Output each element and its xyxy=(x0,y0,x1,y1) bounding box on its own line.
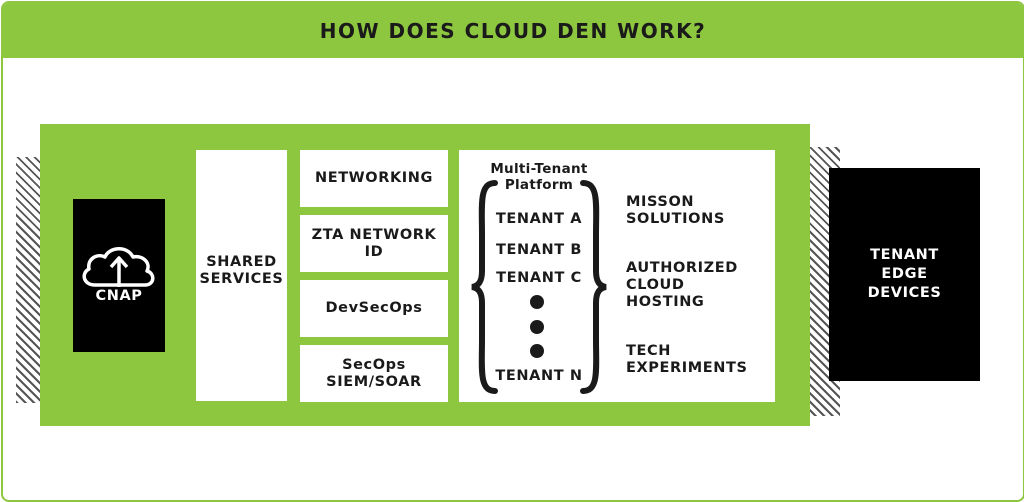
shared-services-line2: SERVICES xyxy=(199,270,284,287)
cnap-box: CNAP xyxy=(73,199,165,352)
platform-title-line1: Multi-Tenant xyxy=(490,161,588,177)
tenant-a: TENANT A xyxy=(495,211,583,227)
left-hatch xyxy=(16,157,42,403)
platform-panel: Multi-Tenant Platform TENANT A TENANT B … xyxy=(459,150,775,402)
secops-line2: SIEM/SOAR xyxy=(326,373,422,390)
ellipsis-dot-3 xyxy=(530,344,544,358)
secops-line1: SecOps xyxy=(342,356,406,373)
zta-network-id-label: ZTA NETWORK ID xyxy=(311,226,437,260)
secops-box: SecOps SIEM/SOAR xyxy=(300,345,448,402)
platform-title: Multi-Tenant Platform xyxy=(479,161,599,193)
cnap-label: CNAP xyxy=(95,288,143,304)
solution-mission-line1: MISSON xyxy=(626,194,695,210)
solution-mission-line2: SOLUTIONS xyxy=(626,211,725,227)
tenant-n: TENANT N xyxy=(495,368,583,384)
ellipsis-dot-2 xyxy=(530,320,544,334)
cloud-upload-icon xyxy=(82,247,155,287)
solution-cloud-hosting-line2: CLOUD xyxy=(626,277,685,293)
solution-cloud-hosting: AUTHORIZED CLOUD HOSTING xyxy=(626,260,738,311)
ellipsis-dot-1 xyxy=(530,295,544,309)
tenant-b: TENANT B xyxy=(495,242,583,258)
edge-line1: TENANT xyxy=(870,247,939,263)
shared-services-line1: SHARED xyxy=(206,253,277,270)
devsecops-label: DevSecOps xyxy=(325,300,423,316)
edge-line3: DEVICES xyxy=(867,285,942,301)
zta-network-id-box: ZTA NETWORK ID xyxy=(300,215,448,272)
tenant-c: TENANT C xyxy=(496,270,582,286)
left-brace xyxy=(471,180,498,394)
solution-mission: MISSON SOLUTIONS xyxy=(626,194,725,228)
page-title: HOW DOES CLOUD DEN WORK? xyxy=(319,18,707,43)
solution-tech-line1: TECH xyxy=(626,343,671,359)
devsecops-box: DevSecOps xyxy=(300,280,448,337)
edge-line2: EDGE xyxy=(881,266,928,282)
platform-title-line2: Platform xyxy=(504,177,574,193)
solution-cloud-hosting-line1: AUTHORIZED xyxy=(626,260,738,276)
solution-tech-line2: EXPERIMENTS xyxy=(626,360,748,376)
right-brace xyxy=(580,180,607,394)
title-banner: HOW DOES CLOUD DEN WORK? xyxy=(3,3,1023,58)
networking-box: NETWORKING xyxy=(300,150,448,207)
networking-label: NETWORKING xyxy=(314,170,434,186)
solution-cloud-hosting-line3: HOSTING xyxy=(626,294,705,310)
solution-tech: TECH EXPERIMENTS xyxy=(626,343,748,377)
tenant-edge-devices-box: TENANT EDGE DEVICES xyxy=(829,168,980,381)
shared-services-box: SHARED SERVICES xyxy=(196,150,287,401)
